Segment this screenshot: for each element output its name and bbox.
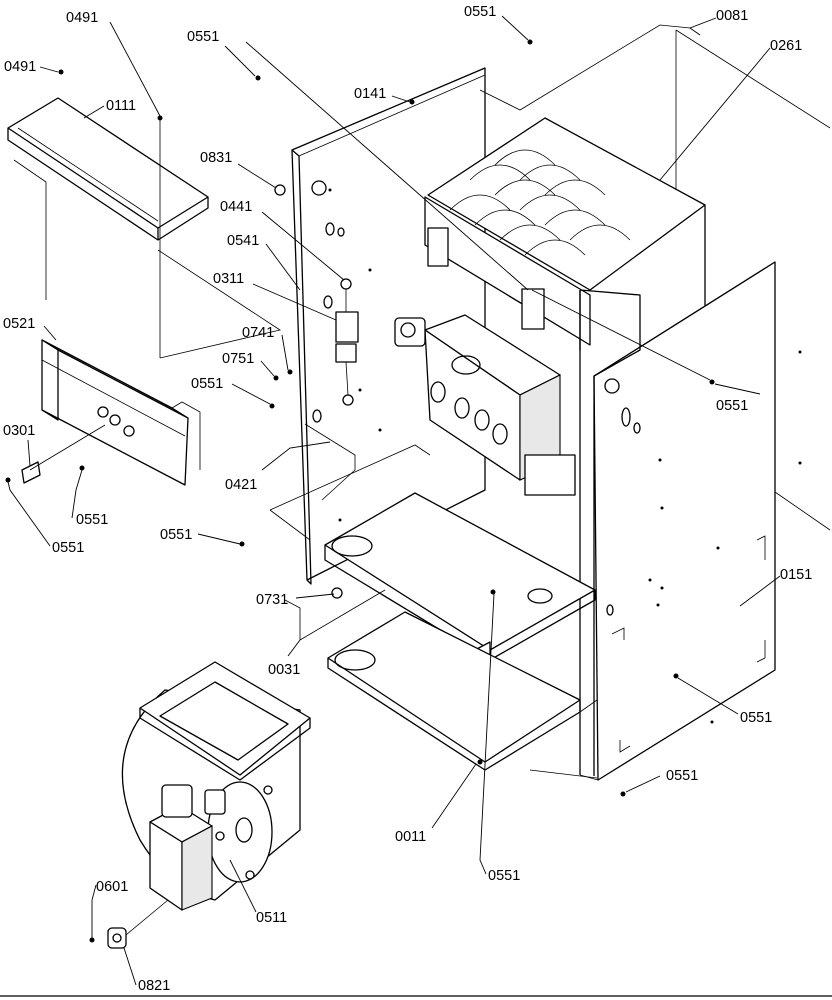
bracket-0301 (21, 424, 106, 484)
part-labels: 0491 0491 0111 0551 0551 0141 0081 0261 … (3, 4, 812, 994)
label-0521: 0521 (3, 316, 35, 332)
control-components (335, 278, 359, 406)
burner-assembly (394, 314, 576, 496)
label-0311: 0311 (213, 271, 244, 287)
label-0301: 0301 (3, 423, 35, 439)
label-0551-base: 0551 (666, 768, 698, 784)
label-0031: 0031 (268, 662, 300, 678)
access-panel-0521 (41, 339, 201, 486)
label-0551-deck: 0551 (160, 527, 192, 543)
assembly-guide-lines (269, 423, 431, 640)
label-0491-left: 0491 (4, 59, 36, 75)
label-0821: 0821 (138, 978, 170, 994)
label-0551-bottom: 0551 (488, 868, 520, 884)
right-side-panel-0151 (579, 261, 802, 781)
label-0551-top: 0551 (464, 4, 496, 20)
label-0551-mid-left: 0551 (191, 376, 223, 392)
leader-lines (7, 15, 781, 986)
label-0261: 0261 (770, 38, 802, 54)
label-0551-bracket-right: 0551 (76, 512, 108, 528)
label-0511: 0511 (256, 910, 287, 926)
label-0441: 0441 (220, 199, 252, 215)
label-0831: 0831 (200, 150, 232, 166)
label-0551-right: 0551 (716, 398, 748, 414)
label-0551-bracket-left: 0551 (52, 540, 84, 556)
cover-mount-outline (13, 118, 282, 359)
label-0491-top: 0491 (66, 10, 98, 26)
heat-exchanger-0261 (424, 117, 706, 350)
label-0751: 0751 (222, 351, 254, 367)
capacitor-0821 (107, 899, 169, 949)
label-0551-upper-left: 0551 (187, 29, 219, 45)
screws (5, 39, 715, 943)
label-0011: 0011 (395, 829, 426, 845)
label-0551-panel: 0551 (740, 710, 772, 726)
blower-control-box (149, 784, 226, 911)
label-0151: 0151 (780, 567, 812, 583)
label-0141: 0141 (354, 86, 386, 102)
label-0111: 0111 (106, 98, 136, 114)
label-0421: 0421 (225, 477, 257, 493)
top-cover-0111 (7, 97, 209, 241)
label-0601: 0601 (96, 879, 128, 895)
label-0541: 0541 (227, 233, 259, 249)
label-0731: 0731 (256, 592, 288, 608)
bottom-pan-0011 (299, 589, 598, 779)
label-0741: 0741 (242, 325, 274, 341)
rear-panel-outline (479, 24, 831, 531)
label-0081: 0081 (716, 8, 748, 24)
